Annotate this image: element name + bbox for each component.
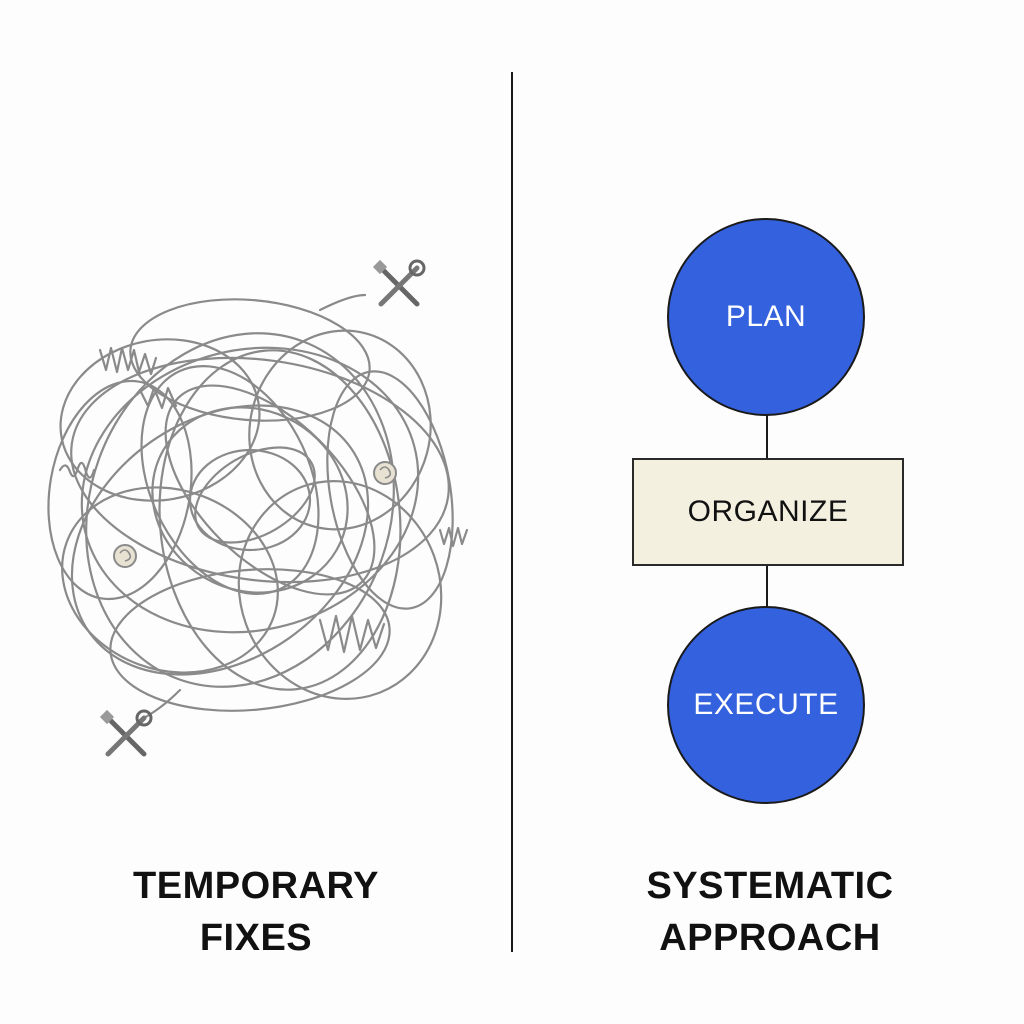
execute-label: EXECUTE [693,688,839,721]
vertical-divider [511,72,513,952]
tools-icon [372,259,426,307]
connector-line [766,564,768,608]
organize-node: ORGANIZE [632,458,904,566]
bandage-icon [113,544,137,568]
caption-line: TEMPORARY [133,865,379,907]
plan-node: PLAN [667,218,865,416]
temporary-fixes-panel: TEMPORARY FIXES [0,0,511,1024]
connector-line [766,412,768,460]
organize-label: ORGANIZE [687,495,849,528]
temporary-fixes-caption: TEMPORARY FIXES [66,860,446,964]
caption-line: SYSTEMATIC [646,865,894,907]
caption-line: FIXES [199,917,313,959]
tangled-scribble [47,259,469,757]
plan-label: PLAN [725,300,807,333]
tools-icon [99,709,153,757]
execute-node: EXECUTE [667,606,865,804]
caption-line: APPROACH [659,917,881,959]
systematic-approach-caption: SYSTEMATIC APPROACH [580,860,960,964]
bandage-icon [373,461,397,485]
